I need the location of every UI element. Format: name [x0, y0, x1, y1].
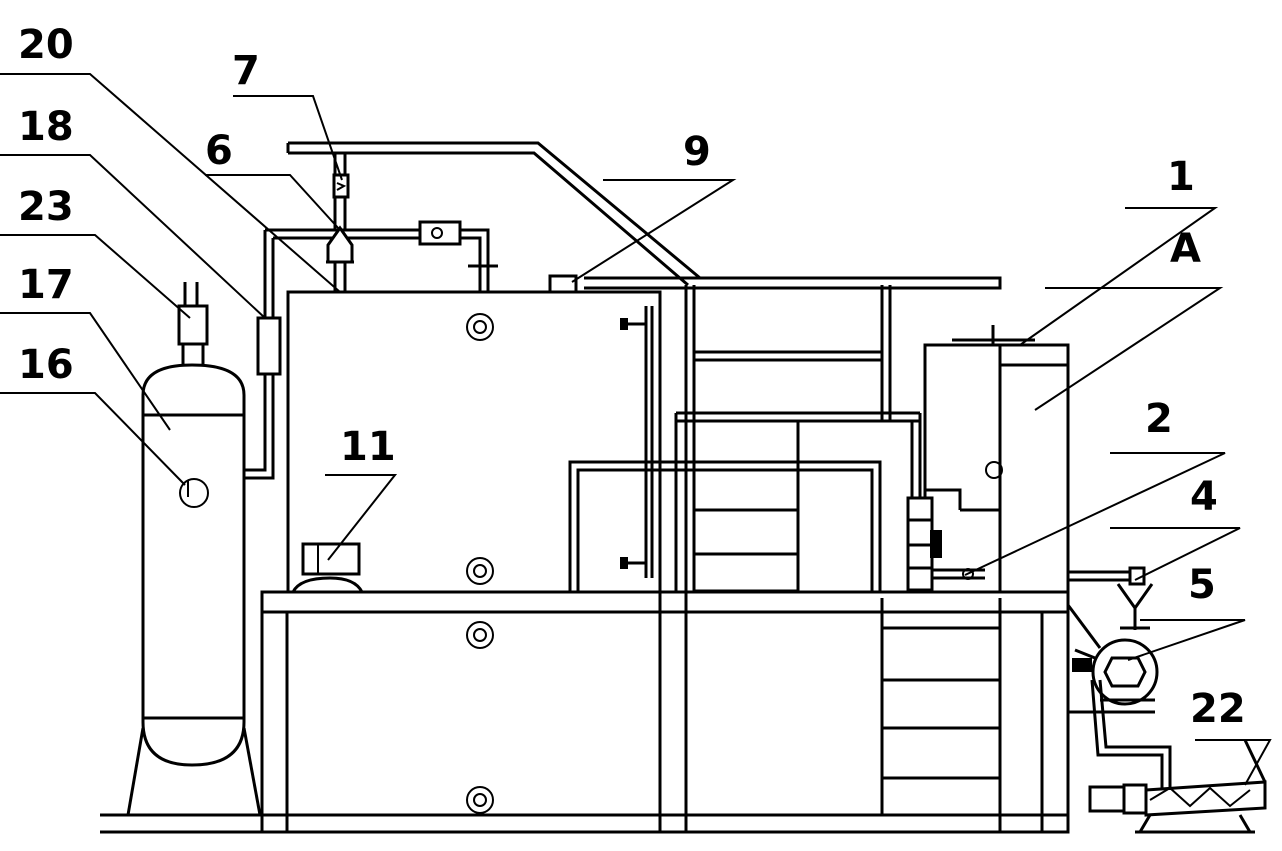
label-16: 16: [18, 342, 74, 388]
label-11: 11: [340, 424, 396, 470]
label-20: 20: [18, 22, 74, 68]
label-23: 23: [18, 184, 74, 230]
device-11: [291, 542, 364, 593]
ladder: [880, 598, 1002, 832]
label-6: 6: [205, 128, 233, 174]
callout-labels: 20 7 18 6 23 17 16 9 1 A 11 2 4 5 22: [18, 22, 1246, 732]
label-7: 7: [232, 48, 260, 94]
unit-a: [906, 325, 1070, 594]
label-18: 18: [18, 104, 74, 150]
middle-frame: [674, 285, 920, 593]
screw-conveyor: [1088, 739, 1267, 834]
main-tank: [286, 290, 882, 814]
label-1: 1: [1167, 154, 1195, 200]
label-5: 5: [1188, 562, 1216, 608]
label-a: A: [1170, 226, 1201, 272]
label-4: 4: [1190, 474, 1218, 520]
label-22: 22: [1190, 686, 1246, 732]
top-piping: [244, 141, 1002, 480]
label-17: 17: [18, 262, 74, 308]
side-pump: [1066, 566, 1172, 790]
label-9: 9: [683, 129, 711, 175]
leader-lines: [0, 73, 1272, 786]
label-2: 2: [1145, 396, 1173, 442]
gas-cylinder: [126, 282, 262, 816]
